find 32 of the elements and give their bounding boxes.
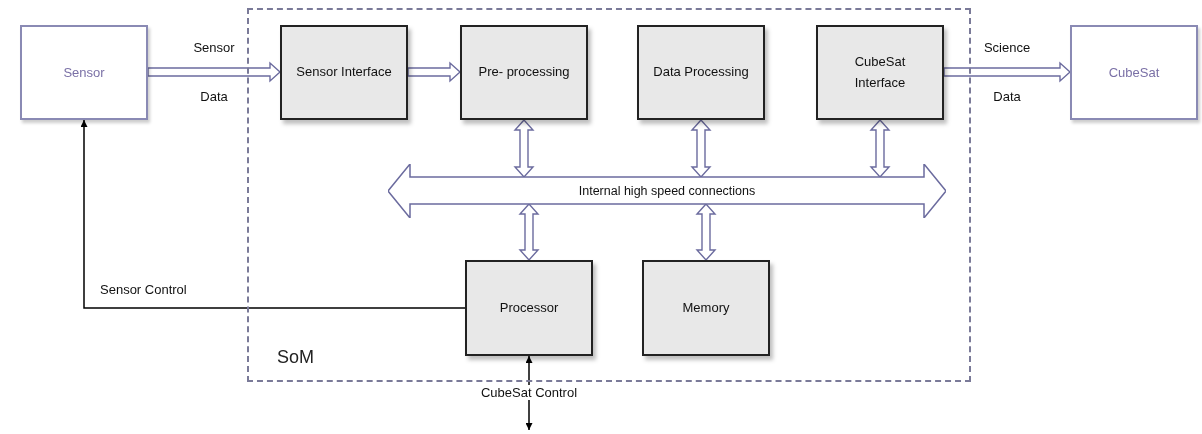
module-box [460, 25, 588, 120]
node-label: Sensor Interface [296, 63, 392, 82]
module-box [816, 25, 944, 120]
node-label: Processor [499, 298, 559, 317]
block-arrow [690, 118, 712, 179]
block-arrow [869, 118, 891, 179]
edge-label: CubeSat Control [478, 385, 580, 400]
block-arrow [695, 202, 717, 262]
module-box [465, 260, 593, 356]
module-box [642, 260, 770, 356]
component-box [1070, 25, 1198, 120]
bus-arrow [388, 164, 946, 218]
node-label: Pre- processing [478, 63, 570, 82]
module-box [280, 25, 408, 120]
block-arrow [943, 61, 1072, 83]
block-arrow [518, 202, 540, 262]
node-label: Memory [682, 298, 730, 317]
node-label: Data Processing [653, 63, 749, 82]
group-title: SoM [277, 347, 314, 368]
node-label: Sensor [63, 65, 105, 80]
block-arrow [407, 61, 462, 83]
node-label: Internal high speed connections [578, 184, 756, 198]
edge-label: Sensor Control [100, 282, 187, 297]
edge-label: Science Data [982, 39, 1032, 106]
node-label: CubeSat [1108, 65, 1160, 80]
module-box [637, 25, 765, 120]
block-arrow [147, 61, 282, 83]
node-label: CubeSat Interface [853, 53, 907, 92]
block-arrow [513, 118, 535, 179]
arrow [80, 119, 466, 309]
component-box [20, 25, 148, 120]
edge-label: Sensor Data [192, 39, 236, 106]
